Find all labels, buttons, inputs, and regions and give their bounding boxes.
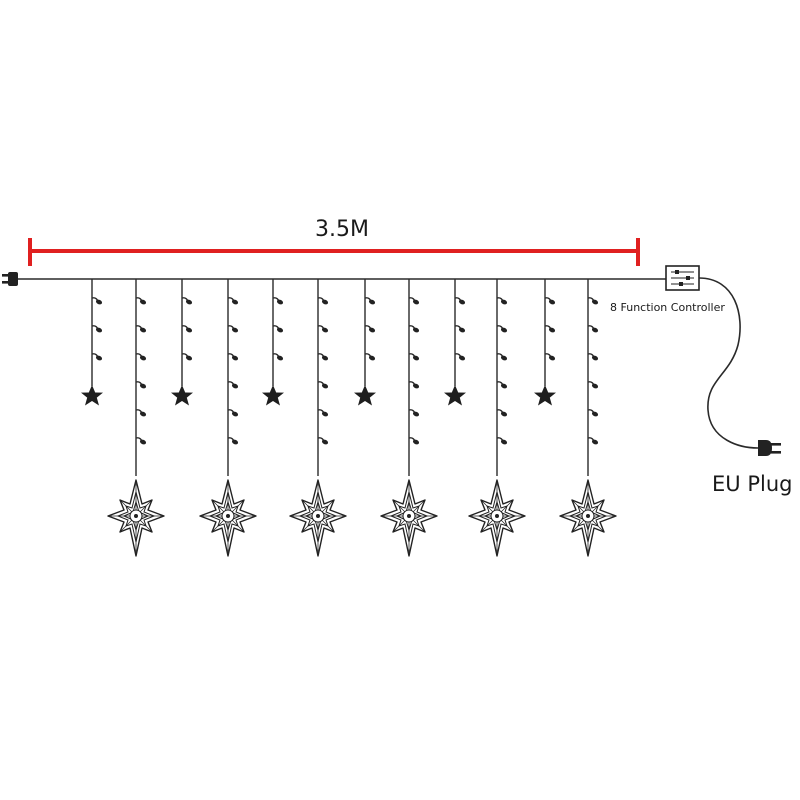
bulb-icon: [227, 409, 240, 419]
short-strand: [444, 279, 467, 406]
bulb-icon: [227, 353, 240, 363]
bulb-icon: [91, 353, 104, 363]
eu-plug-icon: [758, 440, 781, 456]
long-strand: [289, 279, 347, 557]
bulb-icon: [496, 409, 509, 419]
bulb-icon: [587, 409, 600, 419]
bulb-icon: [408, 353, 421, 363]
bulb-icon: [317, 381, 330, 391]
light-strands: [81, 279, 617, 557]
bulb-icon: [272, 297, 285, 307]
bulb-icon: [364, 297, 377, 307]
bulb-icon: [181, 297, 194, 307]
bulb-icon: [544, 297, 557, 307]
dimension-label: 3.5M: [315, 217, 369, 242]
small-star-icon: [534, 385, 556, 406]
big-star-icon: [289, 479, 347, 557]
big-star-icon: [380, 479, 438, 557]
short-strand: [262, 279, 285, 406]
bulb-icon: [496, 437, 509, 447]
bulb-icon: [408, 297, 421, 307]
long-strand: [107, 279, 165, 557]
bulb-icon: [317, 409, 330, 419]
small-star-icon: [171, 385, 193, 406]
short-strand: [81, 279, 104, 406]
bulb-icon: [227, 325, 240, 335]
long-strand: [559, 279, 617, 557]
bulb-icon: [135, 381, 148, 391]
power-cable: [698, 277, 759, 449]
bulb-icon: [496, 353, 509, 363]
bulb-icon: [227, 297, 240, 307]
bulb-icon: [135, 297, 148, 307]
bulb-icon: [544, 353, 557, 363]
bulb-icon: [227, 437, 240, 447]
small-star-icon: [354, 385, 376, 406]
bulb-icon: [587, 437, 600, 447]
bulb-icon: [135, 353, 148, 363]
long-strand: [199, 279, 257, 557]
bulb-icon: [317, 297, 330, 307]
small-star-icon: [444, 385, 466, 406]
short-strand: [171, 279, 194, 406]
bulb-icon: [408, 381, 421, 391]
bulb-icon: [364, 325, 377, 335]
bulb-icon: [587, 297, 600, 307]
big-star-icon: [468, 479, 526, 557]
short-strand: [534, 279, 557, 406]
bulb-icon: [135, 437, 148, 447]
bulb-icon: [408, 325, 421, 335]
bulb-icon: [408, 437, 421, 447]
bulb-icon: [454, 353, 467, 363]
bulb-icon: [181, 353, 194, 363]
bulb-icon: [91, 297, 104, 307]
bulb-icon: [496, 297, 509, 307]
bulb-icon: [454, 297, 467, 307]
small-star-icon: [81, 385, 103, 406]
bulb-icon: [496, 381, 509, 391]
long-strand: [468, 279, 526, 557]
plug-label: EU Plug: [712, 472, 792, 496]
bulb-icon: [91, 325, 104, 335]
bulb-icon: [135, 325, 148, 335]
bulb-icon: [587, 325, 600, 335]
bulb-icon: [181, 325, 194, 335]
big-star-icon: [107, 479, 165, 557]
bulb-icon: [272, 353, 285, 363]
bulb-icon: [496, 325, 509, 335]
bulb-icon: [317, 353, 330, 363]
short-strand: [354, 279, 377, 406]
bulb-icon: [272, 325, 285, 335]
bulb-icon: [364, 353, 377, 363]
big-star-icon: [559, 479, 617, 557]
bulb-icon: [408, 409, 421, 419]
dimension-marker: 3.5M: [28, 217, 640, 266]
bulb-icon: [587, 353, 600, 363]
controller-label: 8 Function Controller: [610, 301, 725, 314]
bulb-icon: [227, 381, 240, 391]
bulb-icon: [317, 325, 330, 335]
big-star-icon: [199, 479, 257, 557]
bulb-icon: [135, 409, 148, 419]
bulb-icon: [317, 437, 330, 447]
left-connector: [2, 272, 18, 286]
small-star-icon: [262, 385, 284, 406]
bulb-icon: [544, 325, 557, 335]
long-strand: [380, 279, 438, 557]
bulb-icon: [454, 325, 467, 335]
controller-box: [665, 265, 700, 291]
bulb-icon: [587, 381, 600, 391]
